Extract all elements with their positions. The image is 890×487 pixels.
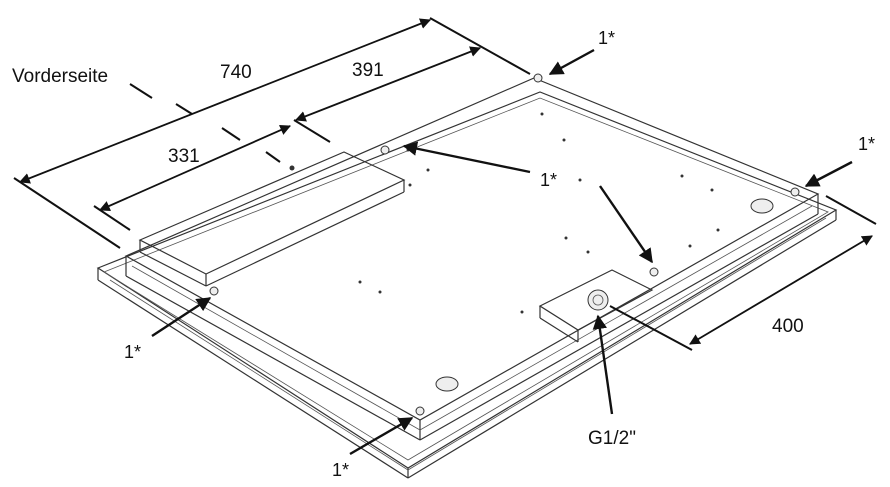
mounting-hole-icon — [415, 406, 425, 416]
arrow-icon — [99, 124, 291, 212]
arrow-icon — [402, 141, 531, 174]
plate-dots — [289, 112, 720, 314]
arrow-icon — [151, 296, 212, 338]
arrow-icon — [804, 160, 853, 188]
mounting-hole-icon — [533, 73, 543, 83]
dimension-391 — [293, 46, 482, 143]
arrow-icon — [599, 185, 653, 264]
mounting-hole-icon — [790, 187, 800, 197]
mount-point-label: 1* — [540, 170, 557, 190]
arrow-icon — [349, 416, 414, 456]
front-label: Vorderseite — [12, 66, 108, 87]
mount-point-label: 1* — [124, 342, 141, 362]
dim-740-label: 740 — [220, 62, 252, 83]
connection-label: G1/2" — [588, 428, 636, 449]
boss-icon — [750, 198, 774, 214]
dimension-331 — [93, 124, 291, 231]
mounting-hole-icon — [649, 267, 659, 277]
boss-icon — [435, 376, 459, 392]
mount-point-label: 1* — [598, 28, 615, 48]
mounting-hole-icon — [209, 286, 219, 296]
front-indicator — [129, 83, 281, 163]
mount-point-label: 1* — [858, 134, 875, 154]
dimension-400 — [609, 195, 877, 351]
mount-holes — [209, 73, 800, 416]
dim-400-label: 400 — [772, 316, 804, 337]
arrow-icon — [18, 18, 432, 184]
connection-pocket — [538, 269, 654, 343]
arrow-icon — [548, 48, 595, 76]
callout-arrows — [151, 48, 853, 456]
mounting-hole-icon — [380, 145, 390, 155]
raised-box — [138, 151, 406, 287]
mount-point-label: 1* — [332, 460, 349, 480]
dim-391-label: 391 — [352, 60, 384, 81]
connection-socket-icon — [587, 289, 609, 311]
dim-331-label: 331 — [168, 146, 200, 167]
arrow-icon — [294, 46, 482, 122]
arrow-icon — [592, 314, 614, 415]
arrow-icon — [689, 235, 873, 345]
